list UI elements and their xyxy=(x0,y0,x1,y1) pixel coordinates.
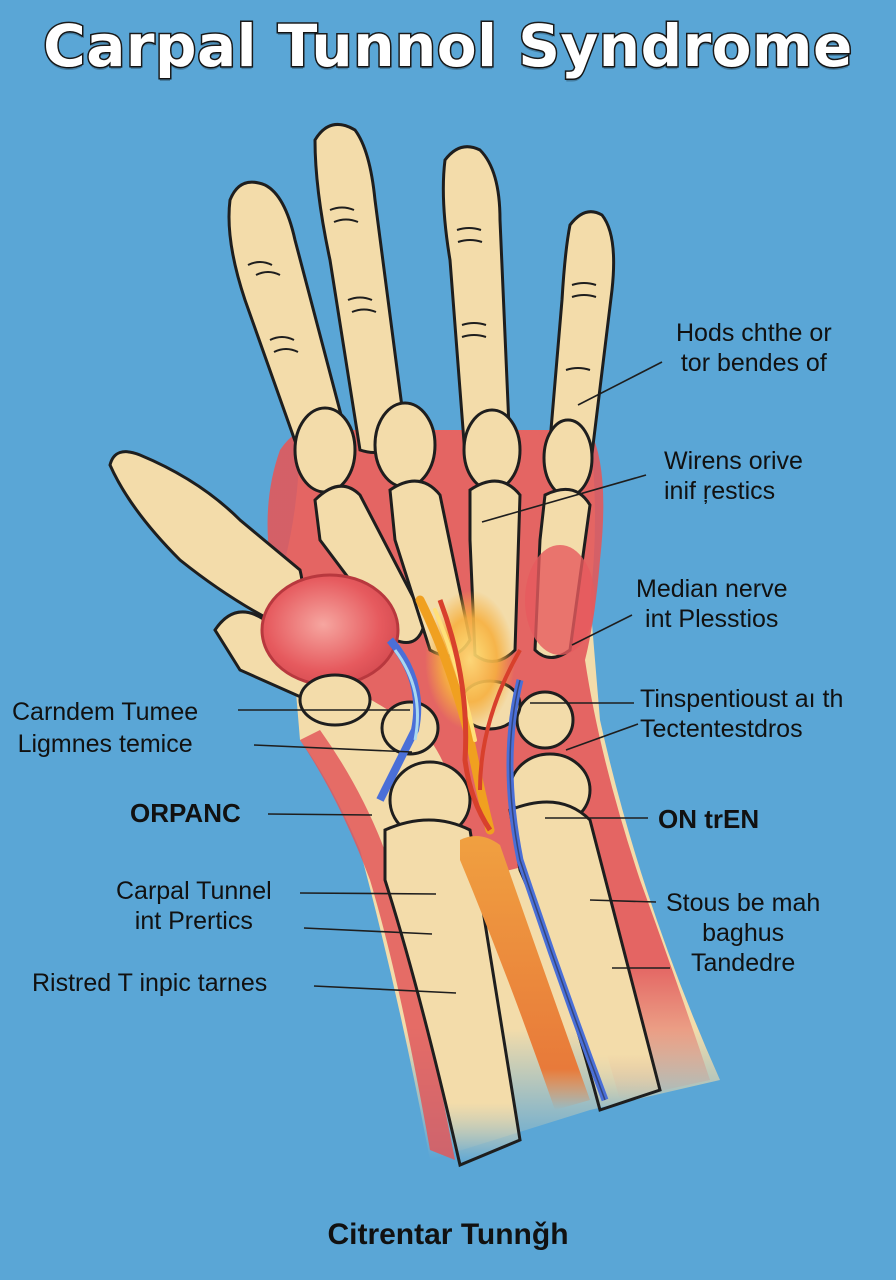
label-line: int Plesstios xyxy=(636,604,787,634)
label-line: inif ŗestics xyxy=(664,476,803,506)
label-line: Wirens orive xyxy=(664,446,803,476)
label-right-4: Tinspentioust aı th Tectentestdros xyxy=(640,684,843,744)
label-line: tor bendes of xyxy=(676,348,832,378)
label-left-1: Carndеm Tumee Ligmnes temice xyxy=(12,697,198,759)
label-left-4: Ristred T inpic tarnes xyxy=(32,968,267,998)
label-line: Ristred T inpic tarnes xyxy=(32,968,267,998)
label-line: Hods chthe or xyxy=(676,318,832,348)
label-line: int Prertics xyxy=(116,906,272,936)
label-right-5: ON trEN xyxy=(658,804,759,834)
label-line: ON trEN xyxy=(658,804,759,834)
label-line: ORPANC xyxy=(130,798,241,828)
label-line: Tandedre xyxy=(666,948,820,978)
label-line: Ligmnes temice xyxy=(12,729,198,759)
label-line: Stous be mah xyxy=(666,888,820,918)
label-left-2: ORPANC xyxy=(130,798,241,828)
label-line: Carpal Tunnel xyxy=(116,876,272,906)
footer-caption: Citrentar Tunnǧh xyxy=(0,1218,896,1252)
inflamed-pad xyxy=(262,575,398,685)
label-left-3: Carpal Tunnel int Prertics xyxy=(116,876,272,936)
label-right-6: Stous be mah baghus Tandedre xyxy=(666,888,820,978)
label-line: Carndеm Tumee xyxy=(12,697,198,727)
label-line: Median nerve xyxy=(636,574,787,604)
label-right-1: Hods chthe or tor bendes of xyxy=(676,318,832,378)
label-line: Tinspentioust aı th xyxy=(640,684,843,714)
diagram-title: Carpal Tunnol Syndrome xyxy=(0,12,896,80)
label-right-3: Median nerve int Plesstios xyxy=(636,574,787,634)
label-line: Tectentestdros xyxy=(640,714,843,744)
label-right-2: Wirens orive inif ŗestics xyxy=(664,446,803,506)
label-line: baghus xyxy=(666,918,820,948)
